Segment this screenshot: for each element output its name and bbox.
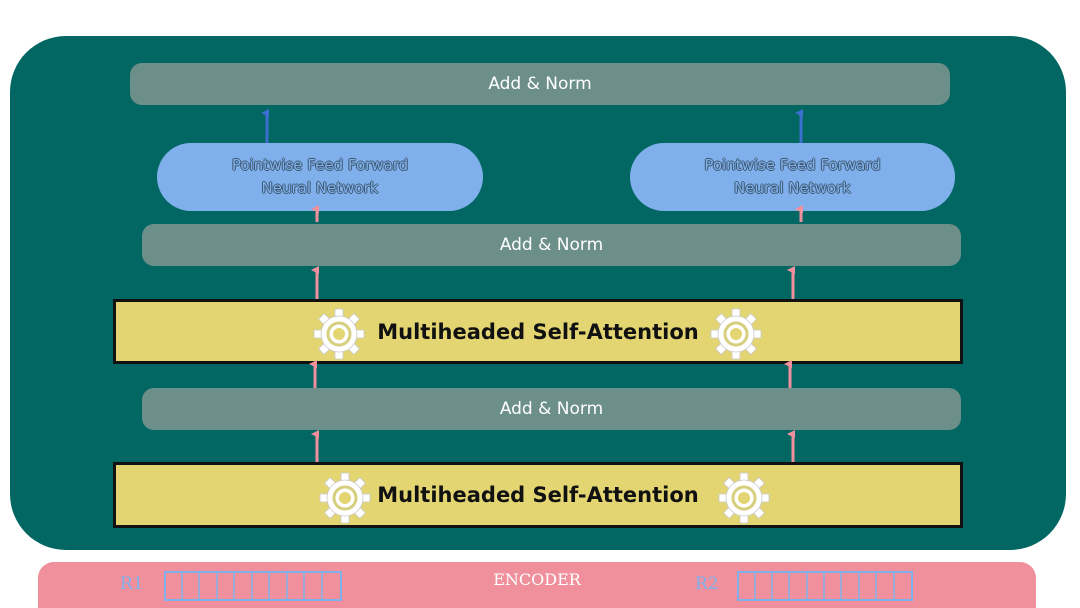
add-norm-top: Add & Norm xyxy=(130,63,950,105)
add-norm-top-label: Add & Norm xyxy=(488,74,592,94)
add-norm-lower-label: Add & Norm xyxy=(499,399,604,419)
attention-upper: Multiheaded Self-Attention xyxy=(113,299,963,364)
add-norm-lower: Add & Norm xyxy=(142,388,961,430)
attention-upper-label: Multiheaded Self-Attention xyxy=(377,319,699,344)
ffn-right-line1: Pointwise Feed Forward xyxy=(704,156,881,174)
r2-label: R2 xyxy=(695,574,719,594)
encoder-bar: ENCODER R1 R2 xyxy=(38,562,1036,608)
r2-vector xyxy=(737,571,913,601)
ffn-right: Pointwise Feed Forward Neural Network xyxy=(630,143,955,211)
gear-icon xyxy=(318,471,372,525)
add-norm-middle: Add & Norm xyxy=(142,224,961,266)
r1-vector xyxy=(164,571,342,601)
attention-lower-label: Multiheaded Self-Attention xyxy=(377,483,699,507)
attention-lower: Multiheaded Self-Attention xyxy=(113,462,963,528)
ffn-left: Pointwise Feed Forward Neural Network xyxy=(157,143,483,211)
gear-icon xyxy=(709,307,763,361)
ffn-right-line2: Neural Network xyxy=(734,179,851,197)
add-norm-middle-label: Add & Norm xyxy=(499,235,604,255)
gear-icon xyxy=(312,307,366,361)
ffn-left-line2: Neural Network xyxy=(261,179,379,197)
encoder-title: ENCODER xyxy=(493,570,581,589)
gear-icon xyxy=(717,471,771,525)
ffn-left-line1: Pointwise Feed Forward xyxy=(231,156,409,174)
r1-label: R1 xyxy=(120,574,144,594)
